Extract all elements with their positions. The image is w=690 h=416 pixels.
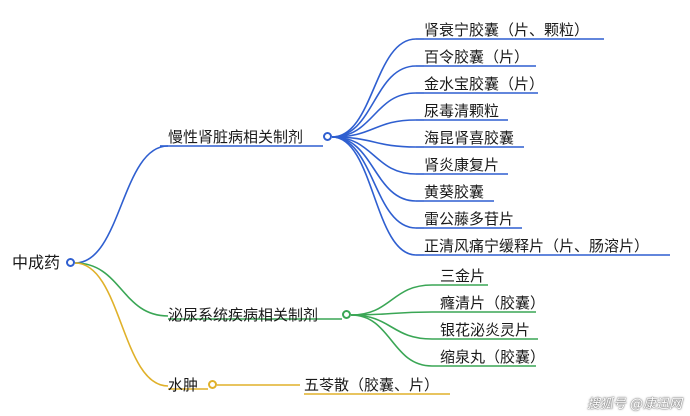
edge-urinary-leaf-1 bbox=[350, 284, 433, 316]
edge-chronic-leaf-4 bbox=[331, 119, 417, 138]
edge-chronic-leaf-2 bbox=[331, 65, 417, 138]
leaf-urinary-2: 癃清片（胶囊） bbox=[440, 294, 546, 312]
leaf-urinary-1: 三金片 bbox=[440, 267, 486, 285]
leaf-edema-1: 五苓散（胶囊、片） bbox=[304, 376, 440, 394]
edge-chronic-leaf-8 bbox=[331, 136, 417, 229]
root-node-dot bbox=[66, 258, 75, 267]
leaf-chronic-9: 正清风痛宁缓释片（片、肠溶片） bbox=[424, 237, 650, 255]
edge-chronic-leaf-9 bbox=[331, 136, 417, 256]
branch-dot-urinary bbox=[342, 310, 351, 319]
leaf-chronic-4: 尿毒清颗粒 bbox=[424, 102, 500, 120]
leaf-chronic-2: 百令胶囊（片） bbox=[424, 48, 530, 66]
leaf-chronic-1: 肾衰宁胶囊（片、颗粒） bbox=[424, 21, 590, 39]
branch-label-urinary: 泌尿系统疾病相关制剂 bbox=[168, 306, 319, 324]
edge-chronic-leaf-3 bbox=[331, 92, 417, 138]
edge-root-urinary bbox=[74, 262, 169, 317]
leaf-chronic-8: 雷公藤多苷片 bbox=[424, 210, 515, 228]
leaf-chronic-7: 黄葵胶囊 bbox=[424, 183, 485, 201]
edge-root-chronic bbox=[74, 145, 169, 264]
branch-dot-edema bbox=[208, 380, 217, 389]
leaf-chronic-6: 肾炎康复片 bbox=[424, 156, 500, 174]
leaf-chronic-3: 金水宝胶囊（片） bbox=[424, 75, 545, 93]
leaf-urinary-3: 银花泌炎灵片 bbox=[440, 321, 531, 339]
leaf-urinary-4: 缩泉丸（胶囊） bbox=[440, 348, 546, 366]
root-node-label: 中成药 bbox=[12, 253, 61, 272]
watermark: 搜狐号 @康迅网 bbox=[586, 397, 682, 412]
edge-root-edema bbox=[74, 262, 169, 387]
edge-chronic-leaf-1 bbox=[331, 38, 417, 138]
edge-urinary-leaf-3 bbox=[350, 314, 433, 340]
branch-dot-chronic bbox=[323, 132, 332, 141]
edge-urinary-leaf-4 bbox=[350, 314, 433, 367]
branch-label-edema: 水肿 bbox=[168, 376, 199, 394]
branch-label-chronic: 慢性肾脏病相关制剂 bbox=[168, 128, 304, 146]
leaf-chronic-5: 海昆肾喜胶囊 bbox=[424, 129, 515, 147]
